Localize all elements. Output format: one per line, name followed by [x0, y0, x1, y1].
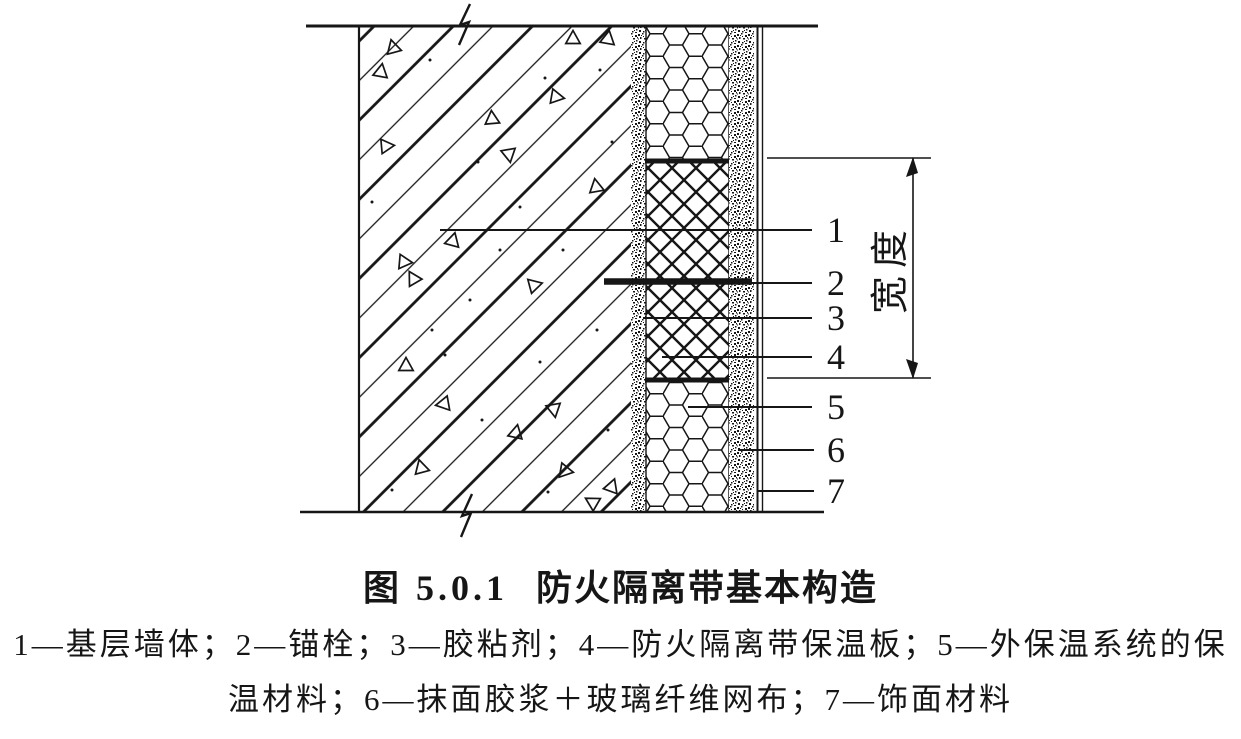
base-wall-hatch	[359, 26, 631, 512]
adhesive-layer	[631, 26, 646, 512]
legend-line-2: 温材料；6—抹面胶浆＋玻璃纤维网布；7—饰面材料	[228, 682, 1013, 717]
break-line-symbols	[457, 3, 474, 538]
legend-line-1: 1—基层墙体；2—锚栓；3—胶粘剂；4—防火隔离带保温板；5—外保温系统的保	[13, 627, 1228, 662]
insulation-layer-upper	[646, 26, 729, 162]
callout-number-4: 4	[827, 337, 845, 377]
callout-number-2: 2	[827, 263, 845, 303]
callout-leader-lines	[440, 229, 814, 492]
wall-aggregate-triangles	[371, 28, 618, 513]
insulation-layer-lower	[646, 380, 729, 512]
finish-layer	[756, 26, 764, 512]
width-dimension-label: 宽度	[870, 222, 912, 314]
dimension-arrow-down	[906, 359, 918, 379]
figure-title: 防火隔离带基本构造	[536, 568, 879, 608]
construction-detail-diagram: 1 2 3 4 5 6 7 宽度	[300, 3, 931, 538]
figure-legend: 1—基层墙体；2—锚栓；3—胶粘剂；4—防火隔离带保温板；5—外保温系统的保 温…	[0, 617, 1241, 727]
width-dimension: 宽度	[767, 157, 931, 379]
callout-number-6: 6	[827, 430, 845, 470]
figure-caption: 图 5.0.1 防火隔离带基本构造	[0, 564, 1241, 612]
wall-aggregate-dots	[370, 58, 614, 494]
render-coat-layer	[729, 26, 754, 512]
dimension-arrow-up	[906, 157, 918, 177]
figure-number: 图 5.0.1	[362, 568, 508, 608]
callout-number-7: 7	[827, 471, 845, 511]
callout-number-3: 3	[827, 298, 845, 338]
section-boundary-lines	[300, 24, 824, 514]
fire-barrier-board	[646, 162, 729, 380]
callout-number-5: 5	[827, 387, 845, 427]
callout-number-1: 1	[827, 210, 845, 250]
